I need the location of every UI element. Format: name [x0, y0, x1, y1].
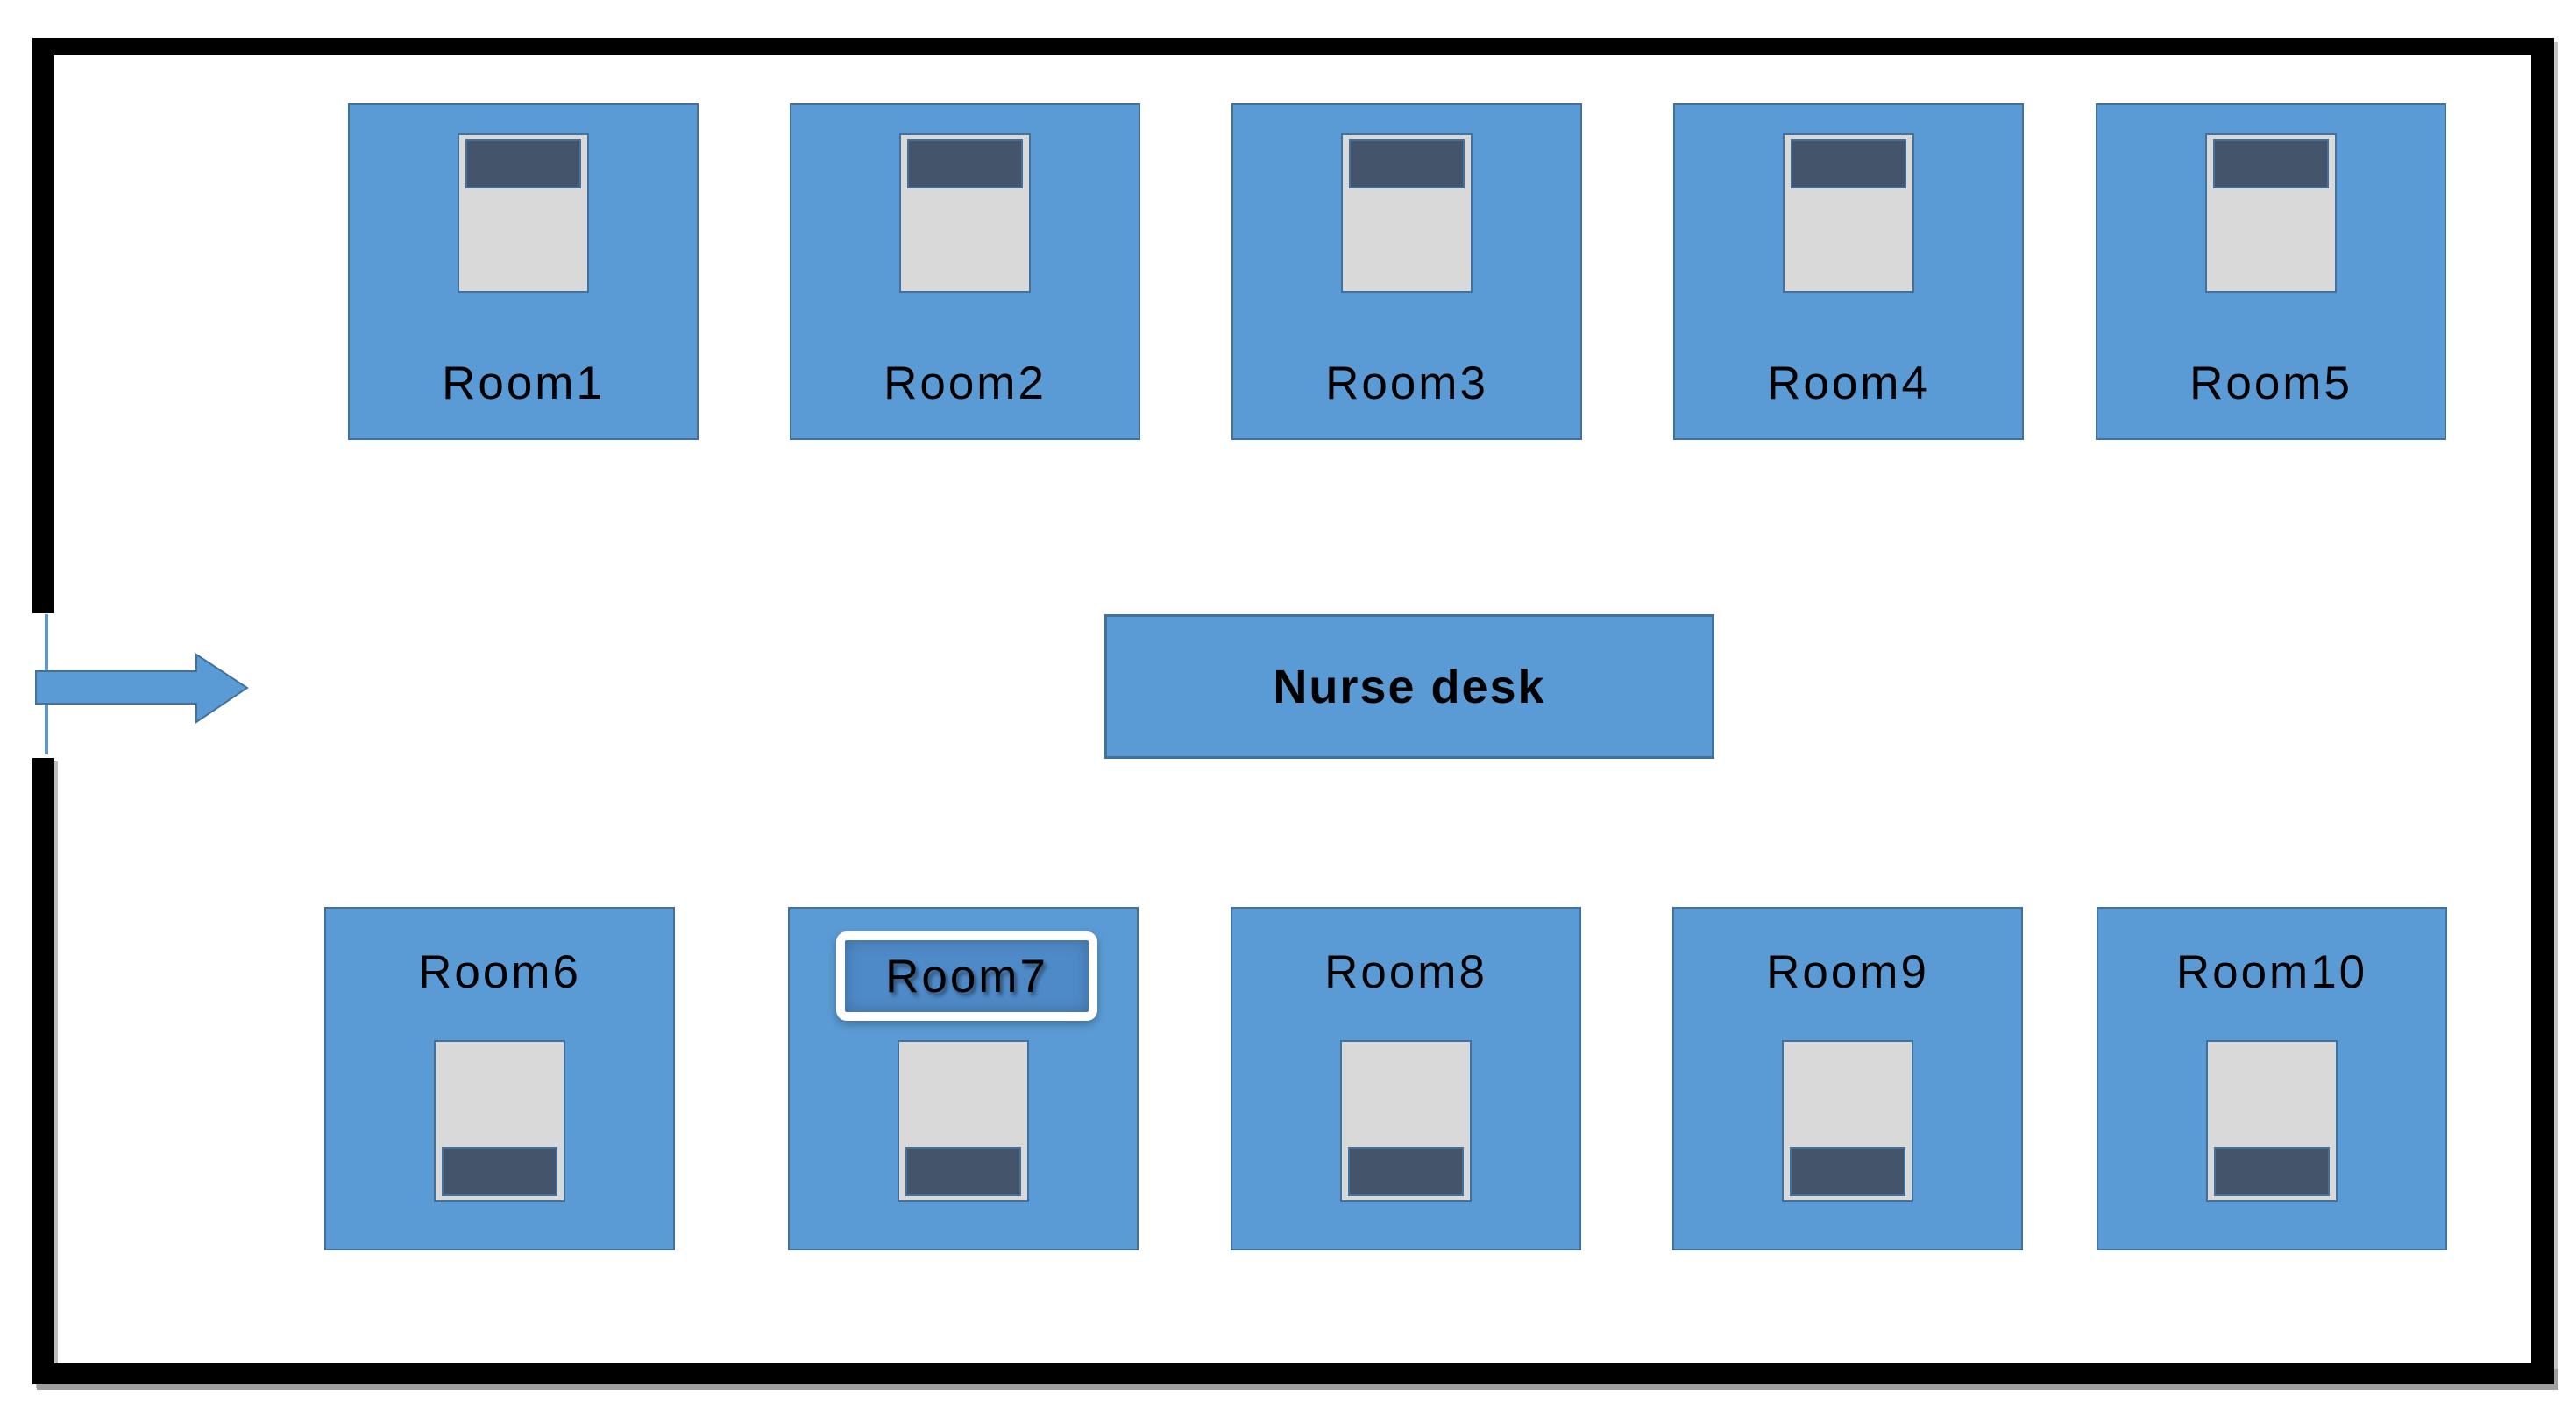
room-label: Room6	[418, 946, 581, 998]
bed-pillow-icon	[1790, 1147, 1905, 1196]
bed-icon	[2206, 1040, 2338, 1202]
room-highlight-ring: Room7	[836, 931, 1097, 1021]
bed-pillow-icon	[2213, 139, 2329, 188]
bed-icon	[1782, 1040, 1913, 1202]
room-4[interactable]: Room4	[1673, 103, 2024, 440]
room-1[interactable]: Room1	[348, 103, 699, 440]
bed-pillow-icon	[1791, 139, 1906, 188]
nurse-desk[interactable]: Nurse desk	[1104, 614, 1714, 759]
room-3[interactable]: Room3	[1231, 103, 1582, 440]
room-label: Room9	[1766, 946, 1929, 998]
bed-icon	[1340, 1040, 1472, 1202]
bed-icon	[1783, 133, 1914, 293]
wall-right	[2531, 38, 2554, 1384]
bed-icon	[434, 1040, 565, 1202]
room-5[interactable]: Room5	[2096, 103, 2446, 440]
room-label: Room7	[885, 950, 1048, 1002]
nurse-desk-label: Nurse desk	[1273, 660, 1546, 713]
room-label: Room8	[1324, 946, 1487, 998]
room-label: Room1	[442, 358, 605, 409]
room-label: Room4	[1767, 358, 1930, 409]
room-8[interactable]: Room8	[1231, 907, 1581, 1250]
room-7[interactable]: Room7	[788, 907, 1139, 1250]
room-label: Room2	[884, 358, 1047, 409]
wall-bottom	[32, 1363, 2554, 1384]
room-label: Room5	[2189, 358, 2352, 409]
bed-pillow-icon	[905, 1147, 1021, 1196]
room-label: Room3	[1325, 358, 1488, 409]
bed-pillow-icon	[1349, 139, 1465, 188]
bed-pillow-icon	[465, 139, 581, 188]
wall-top	[32, 38, 2554, 55]
bed-pillow-icon	[907, 139, 1023, 188]
wall-left-upper	[32, 38, 54, 613]
bed-pillow-icon	[1348, 1147, 1464, 1196]
wall-left-lower	[32, 758, 54, 1384]
room-label: Room10	[2175, 946, 2368, 998]
bed-pillow-icon	[442, 1147, 557, 1196]
bed-icon	[898, 1040, 1029, 1202]
room-10[interactable]: Room10	[2097, 907, 2447, 1250]
room-2[interactable]: Room2	[790, 103, 1140, 440]
bed-pillow-icon	[2214, 1147, 2330, 1196]
room-6[interactable]: Room6	[324, 907, 675, 1250]
bed-icon	[1341, 133, 1473, 293]
bed-icon	[458, 133, 589, 293]
right-arrow-icon	[35, 653, 249, 724]
bed-icon	[899, 133, 1031, 293]
bed-icon	[2205, 133, 2337, 293]
room-9[interactable]: Room9	[1672, 907, 2023, 1250]
